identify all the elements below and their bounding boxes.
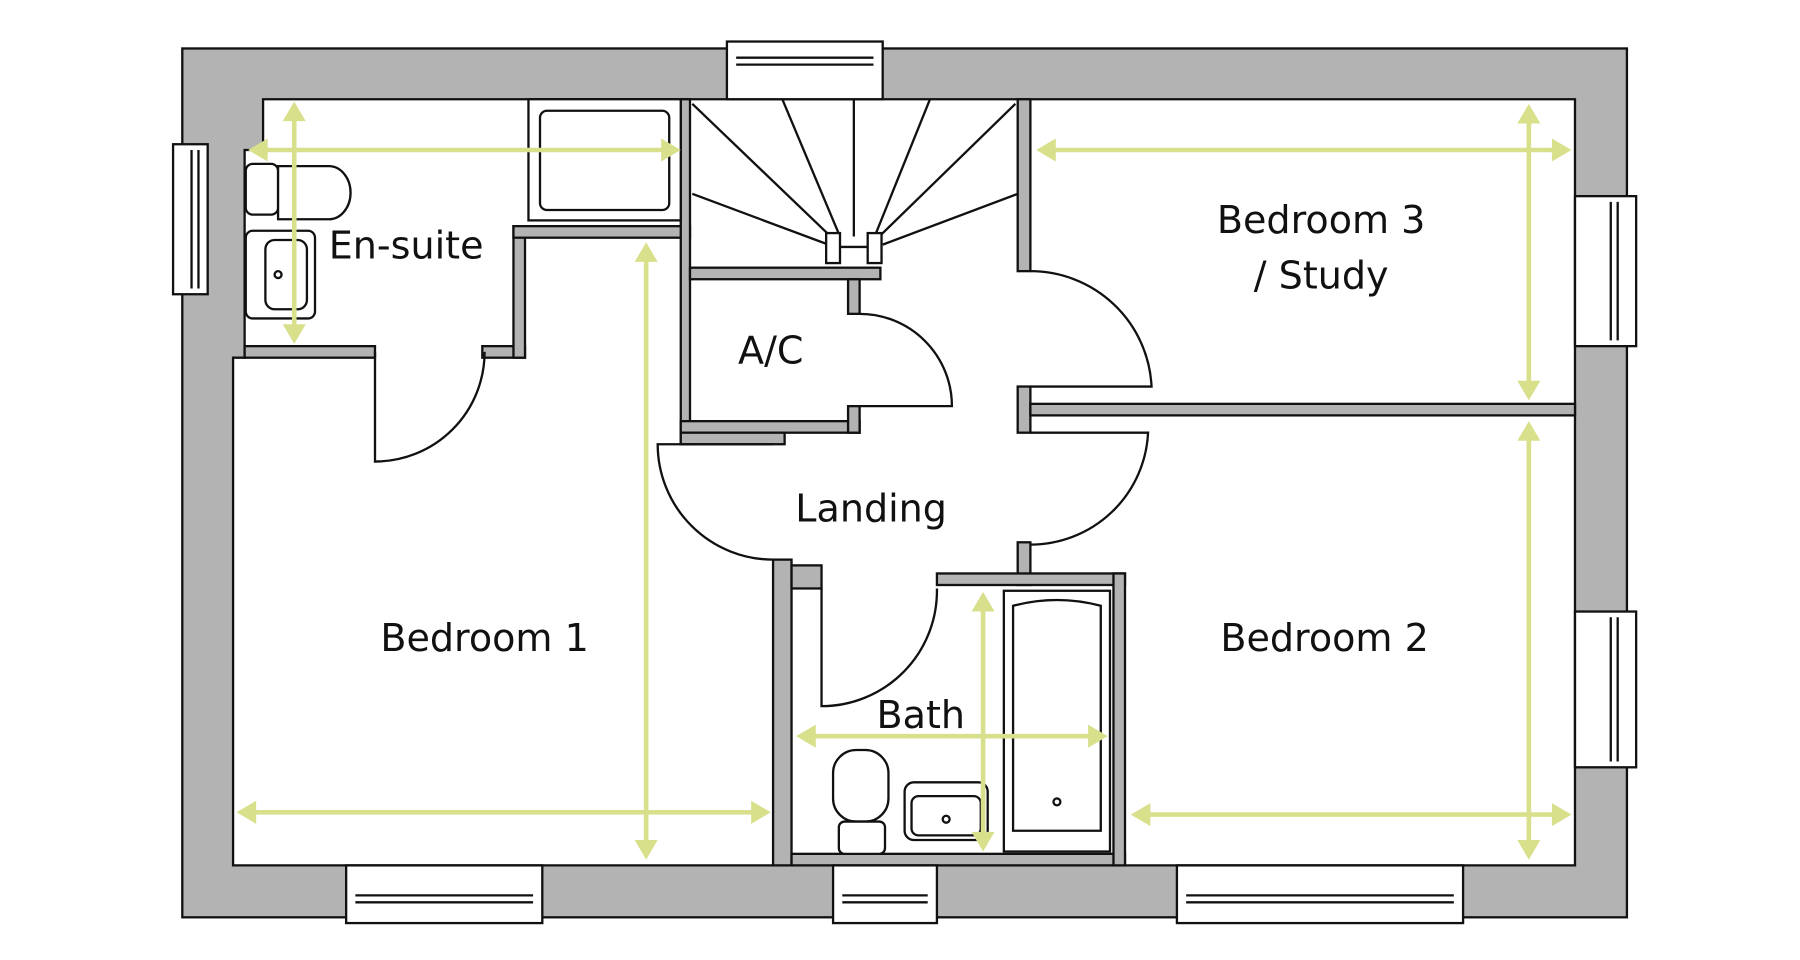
door-bedroom2: [1030, 431, 1150, 546]
interior-walls: [243, 98, 1577, 867]
door-bath: [820, 588, 939, 708]
label-bedroom1: Bedroom 1: [380, 616, 588, 660]
window-bedroom2-side: [1573, 610, 1638, 769]
label-bath: Bath: [877, 693, 965, 737]
door-airing-cupboard: [859, 312, 954, 408]
label-bedroom2: Bedroom 2: [1220, 616, 1428, 660]
fixtures: [244, 98, 1112, 855]
label-landing: Landing: [795, 487, 947, 531]
label-study: / Study: [1254, 253, 1389, 297]
ensuite-toilet-bowl: [276, 164, 352, 221]
door-bedroom1: [656, 443, 774, 561]
door-ensuite: [373, 351, 486, 463]
door-bedroom3: [1030, 269, 1153, 388]
bath-toilet-cistern: [837, 820, 887, 855]
label-ensuite: En-suite: [329, 223, 484, 267]
bath-toilet-bowl: [831, 748, 890, 823]
windows: [171, 40, 1638, 925]
window-top: [725, 40, 884, 101]
staircase: [691, 98, 1019, 265]
doors: [373, 269, 1153, 708]
label-airing-cupboard: A/C: [738, 328, 803, 372]
ensuite-toilet-cistern: [244, 162, 280, 216]
dimension-arrows: [236, 101, 1572, 860]
window-bedroom3: [1573, 194, 1638, 348]
label-bedroom3: Bedroom 3: [1217, 198, 1425, 242]
